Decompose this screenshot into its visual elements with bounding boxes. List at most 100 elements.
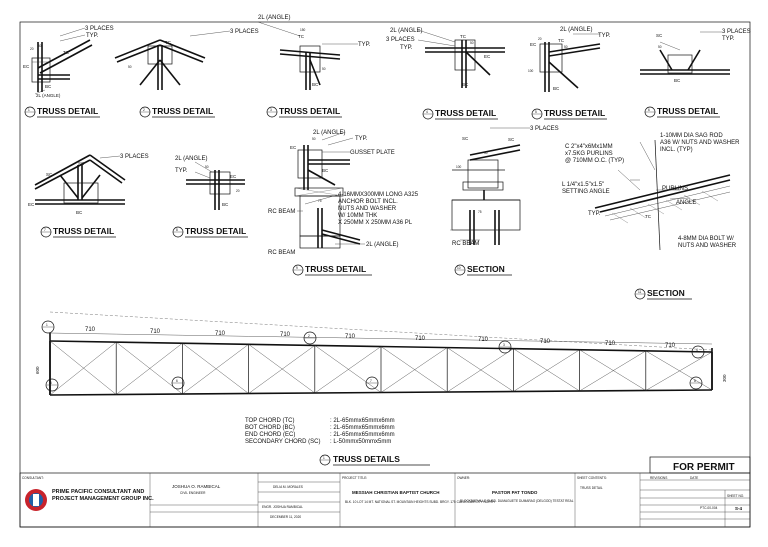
svg-text:3: 3	[503, 343, 505, 347]
elevation-dims: 710 710 710 710 710 710 710 710 710 710 …	[35, 327, 727, 382]
svg-text:TRUSS DETAIL: TRUSS DETAIL	[580, 486, 603, 490]
truss-diagonal	[645, 351, 713, 391]
svg-text:BC: BC	[312, 82, 319, 87]
svg-text:5: 5	[50, 381, 52, 385]
svg-text:710: 710	[215, 331, 226, 337]
svg-text:2L (ANGLE): 2L (ANGLE)	[560, 27, 592, 33]
truss-diagonal	[447, 347, 514, 392]
sheet-border	[19, 21, 751, 528]
truss-diagonal	[49, 340, 117, 395]
detail-6-title: 6 TRUSS DETAIL	[644, 106, 720, 118]
svg-text:OWNER:: OWNER:	[457, 476, 470, 480]
svg-text:: 2L-65mmx65mmx6mm: : 2L-65mmx65mmx6mm	[330, 418, 395, 424]
svg-text:TRUSS DETAIL: TRUSS DETAIL	[53, 226, 114, 236]
svg-text:3 PLACES: 3 PLACES	[722, 29, 751, 35]
svg-text:SECTION: SECTION	[647, 288, 685, 298]
dimension-line	[116, 333, 183, 336]
svg-text:1-10MM DIA SAG ROD: 1-10MM DIA SAG ROD	[660, 133, 723, 139]
detail-3: 2L (ANGLE) TYP. TC 150 50 BC	[257, 15, 371, 90]
dimension-line	[645, 342, 713, 345]
truss-diagonal	[182, 343, 249, 394]
svg-text:710: 710	[150, 329, 161, 335]
svg-text:100: 100	[528, 69, 534, 73]
svg-text:SHEET NO.: SHEET NO.	[727, 494, 744, 498]
svg-text:2: 2	[143, 108, 145, 112]
svg-text:TYP.: TYP.	[358, 42, 371, 48]
svg-text:6: 6	[176, 379, 178, 383]
svg-text:EC: EC	[290, 145, 297, 150]
svg-text:TC: TC	[298, 34, 305, 39]
svg-text:NUTS AND WASHER: NUTS AND WASHER	[338, 206, 397, 212]
svg-text:BC: BC	[462, 82, 469, 87]
svg-text:BC: BC	[222, 202, 229, 207]
svg-text:RC BEAM: RC BEAM	[268, 209, 295, 215]
callout-3: 3	[498, 340, 512, 354]
svg-text:@ 710MM O.C. (TYP): @ 710MM O.C. (TYP)	[565, 158, 624, 164]
truss-diagonal	[49, 341, 117, 396]
svg-text:TYP.: TYP.	[175, 168, 188, 174]
svg-text:RC BEAM: RC BEAM	[452, 241, 479, 247]
truss-diagonal	[314, 346, 382, 394]
svg-text:TRUSS DETAIL: TRUSS DETAIL	[152, 106, 213, 116]
svg-text:3 PLACES: 3 PLACES	[530, 126, 559, 132]
svg-text:SC: SC	[508, 137, 515, 142]
dimension-line	[579, 341, 646, 344]
truss-elevation	[49, 311, 713, 396]
permit-stamp: FOR PERMIT	[673, 462, 735, 473]
svg-text:: 2L-65mmx65mmx6mm: : 2L-65mmx65mmx6mm	[330, 425, 395, 431]
svg-text:MESSIAH CHRISTIAN BAPTIST CHUR: MESSIAH CHRISTIAN BAPTIST CHURCH	[352, 490, 440, 495]
svg-text:710: 710	[345, 334, 356, 340]
svg-text:EC: EC	[28, 202, 35, 207]
svg-text:50: 50	[658, 45, 662, 49]
svg-text:TRUSS DETAIL: TRUSS DETAIL	[279, 106, 340, 116]
dimension-line	[49, 332, 117, 335]
svg-text:1: 1	[28, 108, 30, 112]
truss-diagonal	[579, 349, 646, 391]
svg-text:600: 600	[35, 366, 40, 374]
svg-text:BLOCK5MDVILLE SUBD. DUMAGUETE: BLOCK5MDVILLE SUBD. DUMAGUETE DUMARAO (D…	[460, 499, 574, 503]
callout-6: 6	[171, 376, 185, 390]
svg-text:3 PLACES: 3 PLACES	[120, 154, 149, 160]
svg-text:5: 5	[535, 110, 537, 114]
detail-10: SC SC 3 PLACES RC BEAM 75 50 100	[450, 126, 559, 247]
svg-text:50: 50	[38, 44, 42, 48]
svg-text:BC: BC	[45, 84, 52, 89]
svg-text:BLK. 10 LOT 14 MT. NATIONAL ST: BLK. 10 LOT 14 MT. NATIONAL ST. MOUNTAIN…	[345, 500, 495, 504]
svg-text:50: 50	[484, 151, 488, 155]
svg-text:2L (ANGLE): 2L (ANGLE)	[313, 130, 345, 136]
callout-2: 2	[303, 331, 317, 345]
svg-text:TRUSS DETAIL: TRUSS DETAIL	[305, 264, 366, 274]
svg-text:JOSHUA O. RAMBICAL: JOSHUA O. RAMBICAL	[172, 484, 221, 489]
callout-7: 7	[365, 376, 379, 390]
truss-diagonal	[380, 347, 448, 393]
svg-text:75: 75	[318, 199, 322, 203]
dimension-line	[380, 338, 448, 340]
detail-11: 1-10MM DIA SAG ROD A36 W/ NUTS AND WASHE…	[562, 133, 740, 251]
truss-diagonal	[314, 345, 382, 393]
elevation-callouts: 1 2 3 4 5 6 7 8	[41, 320, 705, 392]
svg-text:EC: EC	[530, 42, 537, 47]
svg-text:10: 10	[457, 266, 461, 270]
top-chord-line	[49, 311, 713, 351]
svg-text:4: 4	[426, 110, 428, 114]
svg-text:TYP.: TYP.	[355, 136, 368, 142]
svg-text:710: 710	[478, 337, 489, 343]
svg-text:2L (ANGLE): 2L (ANGLE)	[36, 93, 61, 98]
svg-text:PTC-00-004: PTC-00-004	[700, 506, 718, 510]
truss-diagonal	[116, 343, 183, 395]
elevation-title: 1 TRUSS DETAILS	[319, 454, 430, 466]
svg-text:SECONDARY CHORD (SC): SECONDARY CHORD (SC)	[245, 439, 320, 445]
svg-text:GUSSET PLATE: GUSSET PLATE	[350, 150, 395, 156]
svg-text:BC: BC	[553, 86, 560, 91]
detail-5: 2L (ANGLE) TYP. EC TC BC 20 50 100	[528, 27, 611, 92]
detail-5-title: 5 TRUSS DETAIL	[531, 108, 607, 120]
svg-text:7: 7	[44, 228, 46, 232]
svg-text:710: 710	[280, 332, 291, 338]
detail-1-note: 3 PLACES	[85, 26, 114, 32]
svg-text:2: 2	[308, 334, 310, 338]
dimension-line	[314, 337, 382, 339]
svg-text:100: 100	[456, 165, 462, 169]
svg-text:50: 50	[312, 137, 316, 141]
